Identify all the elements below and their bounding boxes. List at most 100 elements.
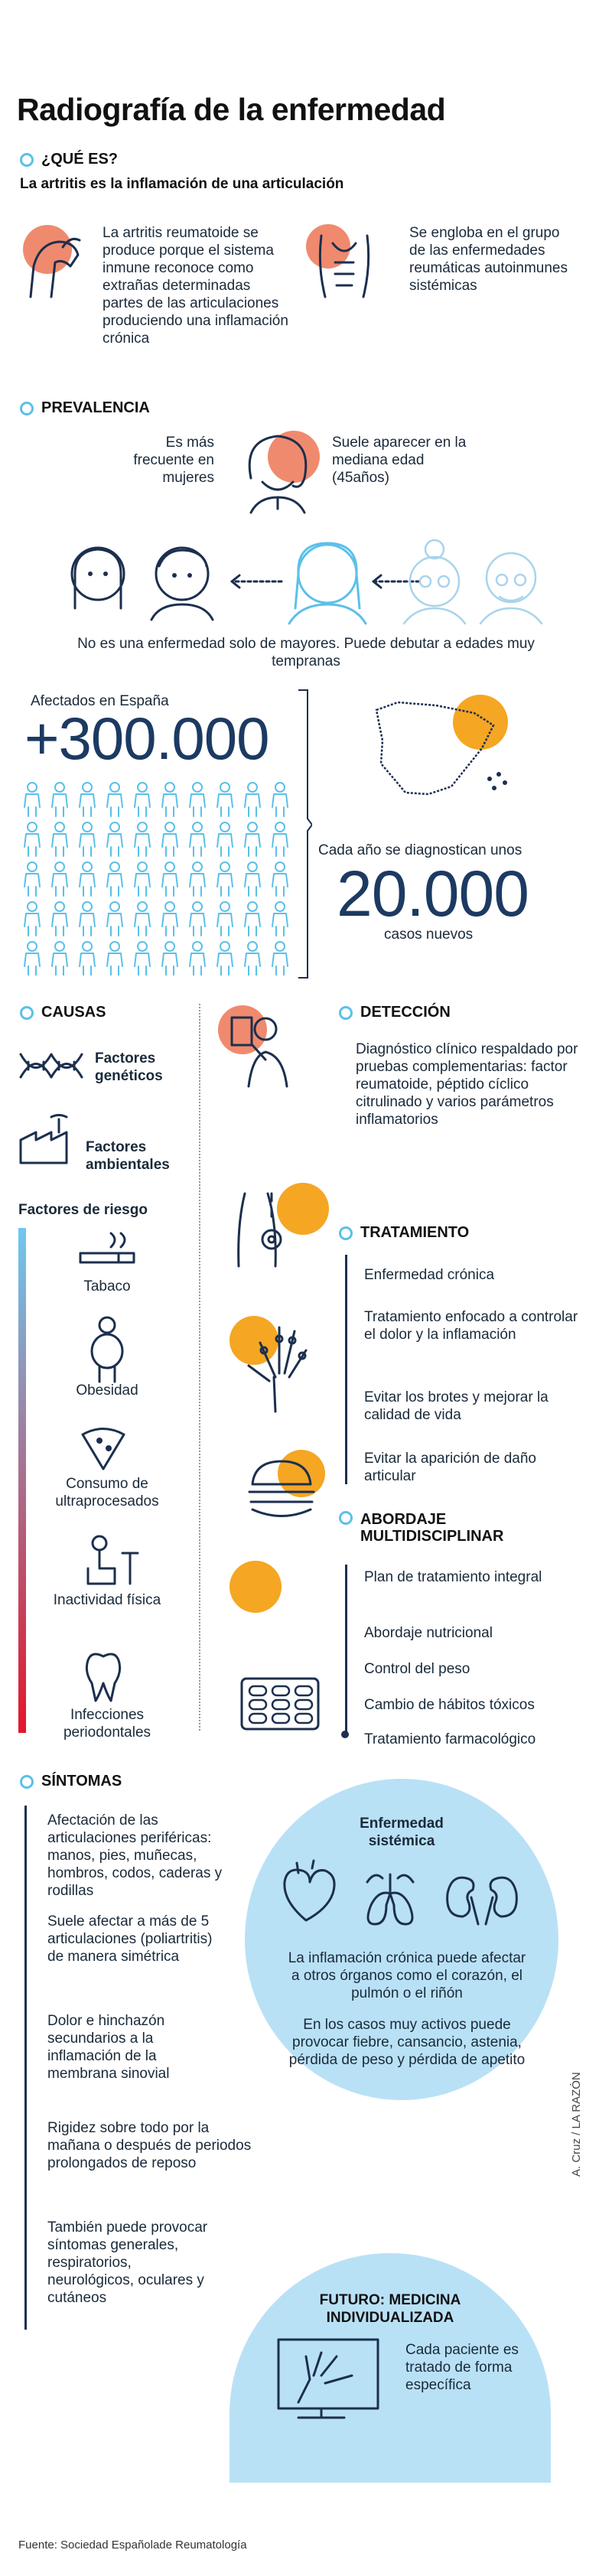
pizza-slice-icon bbox=[81, 1428, 125, 1470]
person-icon bbox=[134, 861, 151, 897]
person-icon bbox=[106, 822, 123, 857]
section-que-es: ¿QUÉ ES? bbox=[20, 151, 118, 168]
abordaje-line-end-dot bbox=[341, 1731, 349, 1738]
person-icon bbox=[272, 861, 288, 897]
section-tratamiento: TRATAMIENTO bbox=[339, 1224, 469, 1242]
tratamiento-item: Enfermedad crónica bbox=[364, 1267, 495, 1283]
section-causas: CAUSAS bbox=[20, 1004, 106, 1021]
ring-icon bbox=[339, 1511, 353, 1525]
bracket-icon bbox=[298, 689, 312, 979]
person-icon bbox=[272, 822, 288, 857]
source-note: Fuente: Sociedad Españolade Reumatología bbox=[18, 2539, 247, 2552]
systemic-disease-bubble bbox=[245, 1779, 558, 2100]
knee-icon bbox=[230, 1178, 337, 1270]
person-icon bbox=[189, 901, 206, 936]
person-icon bbox=[24, 941, 41, 975]
girl-icon bbox=[70, 546, 125, 610]
people-grid-icon bbox=[24, 782, 288, 975]
torso-icon bbox=[306, 220, 382, 304]
person-icon bbox=[189, 861, 206, 897]
risk-inactividad: Inactividad física bbox=[53, 1592, 161, 1608]
person-icon bbox=[51, 861, 68, 897]
tooth-icon bbox=[85, 1653, 122, 1702]
person-icon bbox=[79, 822, 96, 857]
spain-map-icon bbox=[367, 695, 520, 809]
risk-infecciones: Infecciones periodontales bbox=[63, 1707, 151, 1741]
obesity-icon bbox=[90, 1316, 124, 1383]
person-icon bbox=[216, 941, 233, 975]
person-icon bbox=[244, 941, 261, 975]
person-icon bbox=[24, 901, 41, 936]
person-icon bbox=[244, 901, 261, 936]
future-text: Cada paciente es tratado de forma especí… bbox=[405, 2342, 519, 2393]
person-icon bbox=[24, 782, 41, 817]
systemic-title: Enfermedad sistémica bbox=[360, 1816, 444, 1849]
person-icon bbox=[79, 941, 96, 975]
person-icon bbox=[216, 782, 233, 817]
ring-icon bbox=[20, 152, 34, 167]
person-icon bbox=[106, 782, 123, 817]
person-icon bbox=[106, 941, 123, 975]
deteccion-text: Diagnóstico clínico respaldado por prueb… bbox=[356, 1041, 578, 1128]
prevalencia-left-text: Es más frecuente en mujeres bbox=[133, 435, 214, 486]
kidneys-icon bbox=[446, 1876, 518, 1926]
person-icon bbox=[272, 782, 288, 817]
person-icon bbox=[244, 822, 261, 857]
person-icon bbox=[161, 782, 178, 817]
genetic-factors: Factores genéticos bbox=[95, 1050, 163, 1084]
hamburger-icon bbox=[243, 1450, 335, 1526]
person-icon bbox=[24, 861, 41, 897]
person-icon bbox=[134, 901, 151, 936]
sintoma-item: Rigidez sobre todo por la mañana o despu… bbox=[47, 2120, 252, 2171]
prevalencia-right-text: Suele aparecer en la mediana edad (45año… bbox=[332, 435, 467, 486]
person-icon bbox=[161, 822, 178, 857]
que-es-right-text: Se engloba en el grupo de las enfermedad… bbox=[409, 225, 568, 294]
person-icon bbox=[216, 901, 233, 936]
section-sintomas: SÍNTOMAS bbox=[20, 1773, 122, 1790]
sintoma-item: Afectación de las articulaciones perifér… bbox=[47, 1812, 223, 1899]
sintomas-line bbox=[24, 1806, 27, 2330]
age-text: No es una enfermedad solo de mayores. Pu… bbox=[77, 636, 535, 669]
tratamiento-line bbox=[345, 1255, 347, 1484]
person-icon bbox=[161, 901, 178, 936]
ring-icon bbox=[20, 1774, 34, 1789]
xray-hand-icon bbox=[277, 2338, 379, 2419]
person-icon bbox=[244, 861, 261, 897]
person-icon bbox=[189, 822, 206, 857]
shoulder-joint-icon bbox=[17, 220, 86, 304]
tratamiento-item: Tratamiento enfocado a controlar el dolo… bbox=[364, 1309, 578, 1343]
systemic-text-2: En los casos muy activos puede provocar … bbox=[288, 2017, 526, 2068]
yearly-value: 20.000 bbox=[337, 858, 529, 930]
yearly-label: Cada año se diagnostican unos bbox=[318, 842, 522, 858]
person-icon bbox=[24, 822, 41, 857]
abordaje-item: Abordaje nutricional bbox=[364, 1625, 493, 1641]
ring-icon bbox=[20, 1005, 34, 1020]
section-heading: DETECCIÓN bbox=[360, 1004, 451, 1021]
abordaje-item: Plan de tratamiento integral bbox=[364, 1569, 542, 1585]
lungs-icon bbox=[366, 1873, 415, 1926]
dna-icon bbox=[19, 1053, 83, 1079]
section-heading: PREVALENCIA bbox=[41, 399, 150, 416]
person-icon bbox=[106, 861, 123, 897]
section-deteccion: DETECCIÓN bbox=[339, 1004, 451, 1021]
factory-icon bbox=[19, 1114, 68, 1164]
person-icon bbox=[189, 782, 206, 817]
ring-icon bbox=[339, 1005, 353, 1020]
sitting-person-icon bbox=[86, 1535, 139, 1585]
person-icon bbox=[272, 901, 288, 936]
elderly-man-icon bbox=[479, 552, 543, 625]
que-es-left-text: La artritis reumatoide se produce porque… bbox=[103, 225, 288, 347]
person-icon bbox=[161, 861, 178, 897]
person-icon bbox=[161, 941, 178, 975]
person-icon bbox=[134, 822, 151, 857]
person-icon bbox=[244, 782, 261, 817]
tratamiento-item: Evitar la aparición de daño articular bbox=[364, 1451, 536, 1484]
section-prevalencia: PREVALENCIA bbox=[20, 399, 150, 417]
affected-value: +300.000 bbox=[24, 705, 270, 772]
section-heading: CAUSAS bbox=[41, 1004, 106, 1021]
person-icon bbox=[51, 901, 68, 936]
person-icon bbox=[51, 822, 68, 857]
abordaje-line bbox=[345, 1565, 347, 1737]
section-heading: SÍNTOMAS bbox=[41, 1773, 122, 1790]
tratamiento-item: Evitar los brotes y mejorar la calidad d… bbox=[364, 1389, 549, 1423]
